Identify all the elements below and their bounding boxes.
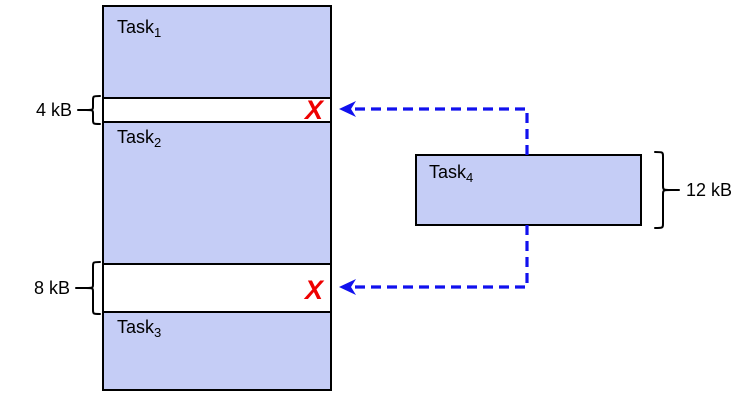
task2-label-sub: 2 xyxy=(154,135,161,150)
task2-label: Task2 xyxy=(117,127,161,150)
task3-label-sub: 3 xyxy=(154,325,161,340)
task1-label: Task1 xyxy=(117,17,161,40)
free-gap-8kb xyxy=(102,263,332,313)
reject-x-4kb-icon: X xyxy=(303,95,325,125)
right-brace-12kb-icon xyxy=(654,151,672,229)
arrow-task4-to-4kb-gap xyxy=(352,107,529,155)
left-brace-8kb-icon xyxy=(85,261,101,315)
free-gap-4kb xyxy=(102,97,332,123)
task4-label-base: Task xyxy=(429,162,467,182)
arrowhead-4kb-icon xyxy=(339,101,356,117)
task4-size-label: 12 kB xyxy=(686,180,732,200)
task1-label-sub: 1 xyxy=(154,25,161,40)
task2-block xyxy=(102,121,332,265)
task4-label-sub: 4 xyxy=(466,170,473,185)
task3-label: Task3 xyxy=(117,317,161,340)
arrowhead-8kb-icon xyxy=(339,279,356,295)
task3-label-base: Task xyxy=(117,317,155,337)
task1-block xyxy=(102,5,332,99)
task2-label-base: Task xyxy=(117,127,155,147)
reject-x-8kb-icon: X xyxy=(303,275,325,305)
arrow-task4-to-8kb-gap xyxy=(352,225,529,289)
gap-8kb-size-label: 8 kB xyxy=(34,278,70,298)
left-brace-4kb-icon xyxy=(85,95,101,125)
task3-block xyxy=(102,311,332,391)
task4-block xyxy=(415,154,642,226)
task4-label: Task4 xyxy=(429,162,473,185)
gap-4kb-size-label: 4 kB xyxy=(36,100,72,120)
task1-label-base: Task xyxy=(117,17,155,37)
